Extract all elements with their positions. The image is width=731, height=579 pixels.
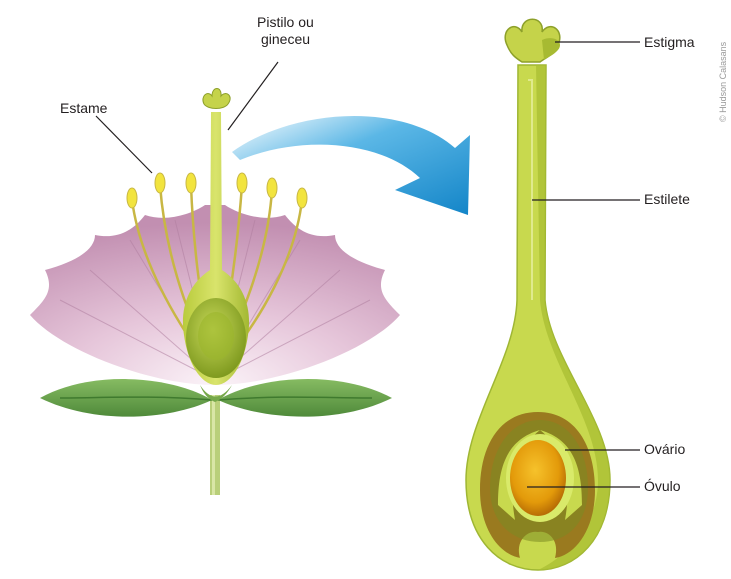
label-estigma: Estigma bbox=[644, 34, 695, 51]
image-credit: © Hudson Calasans bbox=[718, 42, 728, 122]
label-ovario: Ovário bbox=[644, 441, 685, 458]
label-estilete: Estilete bbox=[644, 191, 690, 208]
label-pistilo-line2: gineceu bbox=[261, 31, 310, 48]
label-pistilo-line1: Pistilo ou bbox=[257, 14, 314, 31]
flower-stem bbox=[210, 395, 220, 495]
curved-arrow-icon bbox=[232, 116, 470, 215]
label-estame: Estame bbox=[60, 100, 107, 117]
label-ovulo: Óvulo bbox=[644, 478, 681, 495]
